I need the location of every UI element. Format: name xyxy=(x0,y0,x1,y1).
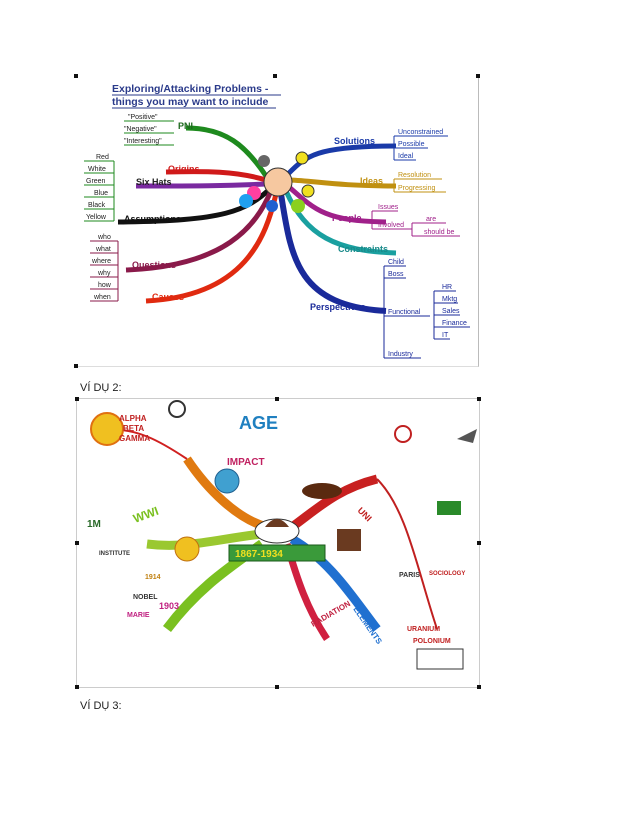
label-age: AGE xyxy=(239,413,278,433)
question-item: when xyxy=(93,294,111,301)
resize-handle xyxy=(275,685,279,689)
label-alpha: ALPHA xyxy=(119,414,147,423)
hat-item: Blue xyxy=(94,190,108,197)
solution-item: Ideal xyxy=(398,153,414,160)
idea-item: Resolution xyxy=(398,172,431,179)
functional-item: Sales xyxy=(442,308,460,315)
people-label: People xyxy=(332,213,362,223)
label-uranium: URANIUM xyxy=(407,626,440,633)
idea-item: Progressing xyxy=(398,185,435,192)
label-nobel: NOBEL xyxy=(133,594,158,601)
hat-item: Red xyxy=(96,154,109,161)
resize-handle xyxy=(75,397,79,401)
label-1m: 1M xyxy=(87,519,101,530)
label-gamma: GAMMA xyxy=(119,434,150,443)
caption-example-3: VÍ DỤ 3: xyxy=(80,700,122,712)
people-are: are xyxy=(426,216,436,223)
pni-item: "Negative" xyxy=(124,126,157,133)
people-involved: Involved xyxy=(378,222,404,229)
hand-drawn-mind-map-figure: ALPHA BETA GAMMA AGE IMPACT RADIATION EL… xyxy=(75,397,481,689)
question-item: what xyxy=(95,246,111,253)
functional-item: IT xyxy=(442,332,449,339)
resize-handle xyxy=(476,74,480,78)
hat-item: White xyxy=(88,166,106,173)
label-polonium: POLONIUM xyxy=(413,638,451,645)
label-marie: MARIE xyxy=(127,612,150,619)
question-item: where xyxy=(91,258,111,265)
hat-item: Black xyxy=(88,202,106,209)
label-institute: INSTITUTE xyxy=(99,551,130,557)
constraints-label: Constraints xyxy=(338,244,388,254)
functional-item: HR xyxy=(442,284,452,291)
resize-handle xyxy=(75,685,79,689)
label-impact: IMPACT xyxy=(227,457,265,468)
pni-label: PNI xyxy=(178,121,193,131)
resize-handle xyxy=(74,74,78,78)
functional-item: Finance xyxy=(442,320,467,327)
perspective-item: Functional xyxy=(388,309,421,316)
pni-item: "Interesting" xyxy=(124,138,162,145)
questions-label: Questions xyxy=(132,260,176,270)
caption-example-2: VÍ DỤ 2: xyxy=(80,382,122,394)
resize-handle xyxy=(275,397,279,401)
resize-handle xyxy=(74,364,78,368)
mind-map-title-2: things you may want to include xyxy=(112,96,269,108)
hat-item: Yellow xyxy=(86,214,107,221)
label-paris: PARIS xyxy=(399,572,420,579)
label-wwi: WWI xyxy=(131,504,160,526)
resize-handle xyxy=(477,685,481,689)
perspectives-label: Perspectives xyxy=(310,302,366,312)
resize-handle xyxy=(477,397,481,401)
solution-item: Unconstrained xyxy=(398,129,443,136)
mind-map-problems: Exploring/Attacking Problems - things yo… xyxy=(84,83,470,359)
resize-handle xyxy=(477,541,481,545)
functional-item: Mktg xyxy=(442,296,457,303)
label-beta: BETA xyxy=(123,424,144,433)
label-1914: 1914 xyxy=(145,574,161,581)
causes-label: Causes xyxy=(152,292,184,302)
people-issues: Issues xyxy=(378,204,399,211)
label-1903: 1903 xyxy=(159,601,179,611)
label-sociology: SOCIOLOGY xyxy=(429,571,465,577)
pni-item: "Positive" xyxy=(128,114,158,121)
people-should-be: should be xyxy=(424,229,454,236)
ideas-label: Ideas xyxy=(360,176,383,186)
assumptions-label: Assumptions xyxy=(124,214,181,224)
hand-drawn-mind-map: ALPHA BETA GAMMA AGE IMPACT RADIATION EL… xyxy=(87,400,477,670)
question-item: why xyxy=(97,270,111,277)
label-uni: UNI xyxy=(356,505,374,523)
solution-item: Possible xyxy=(398,141,425,148)
mind-map-title-1: Exploring/Attacking Problems - xyxy=(112,83,269,95)
perspective-item: Industry xyxy=(388,351,413,358)
resize-handle xyxy=(273,74,277,78)
six-hats-label: Six Hats xyxy=(136,177,172,187)
mind-map-problems-figure: Exploring/Attacking Problems - things yo… xyxy=(74,74,480,368)
question-item: who xyxy=(97,234,111,241)
label-lifespan: 1867-1934 xyxy=(235,549,283,560)
solutions-label: Solutions xyxy=(334,136,375,146)
resize-handle xyxy=(75,541,79,545)
origins-label: Origins xyxy=(168,164,200,174)
hat-item: Green xyxy=(86,178,106,185)
perspective-item: Child xyxy=(388,259,404,266)
perspective-item: Boss xyxy=(388,271,404,278)
question-item: how xyxy=(98,282,112,289)
